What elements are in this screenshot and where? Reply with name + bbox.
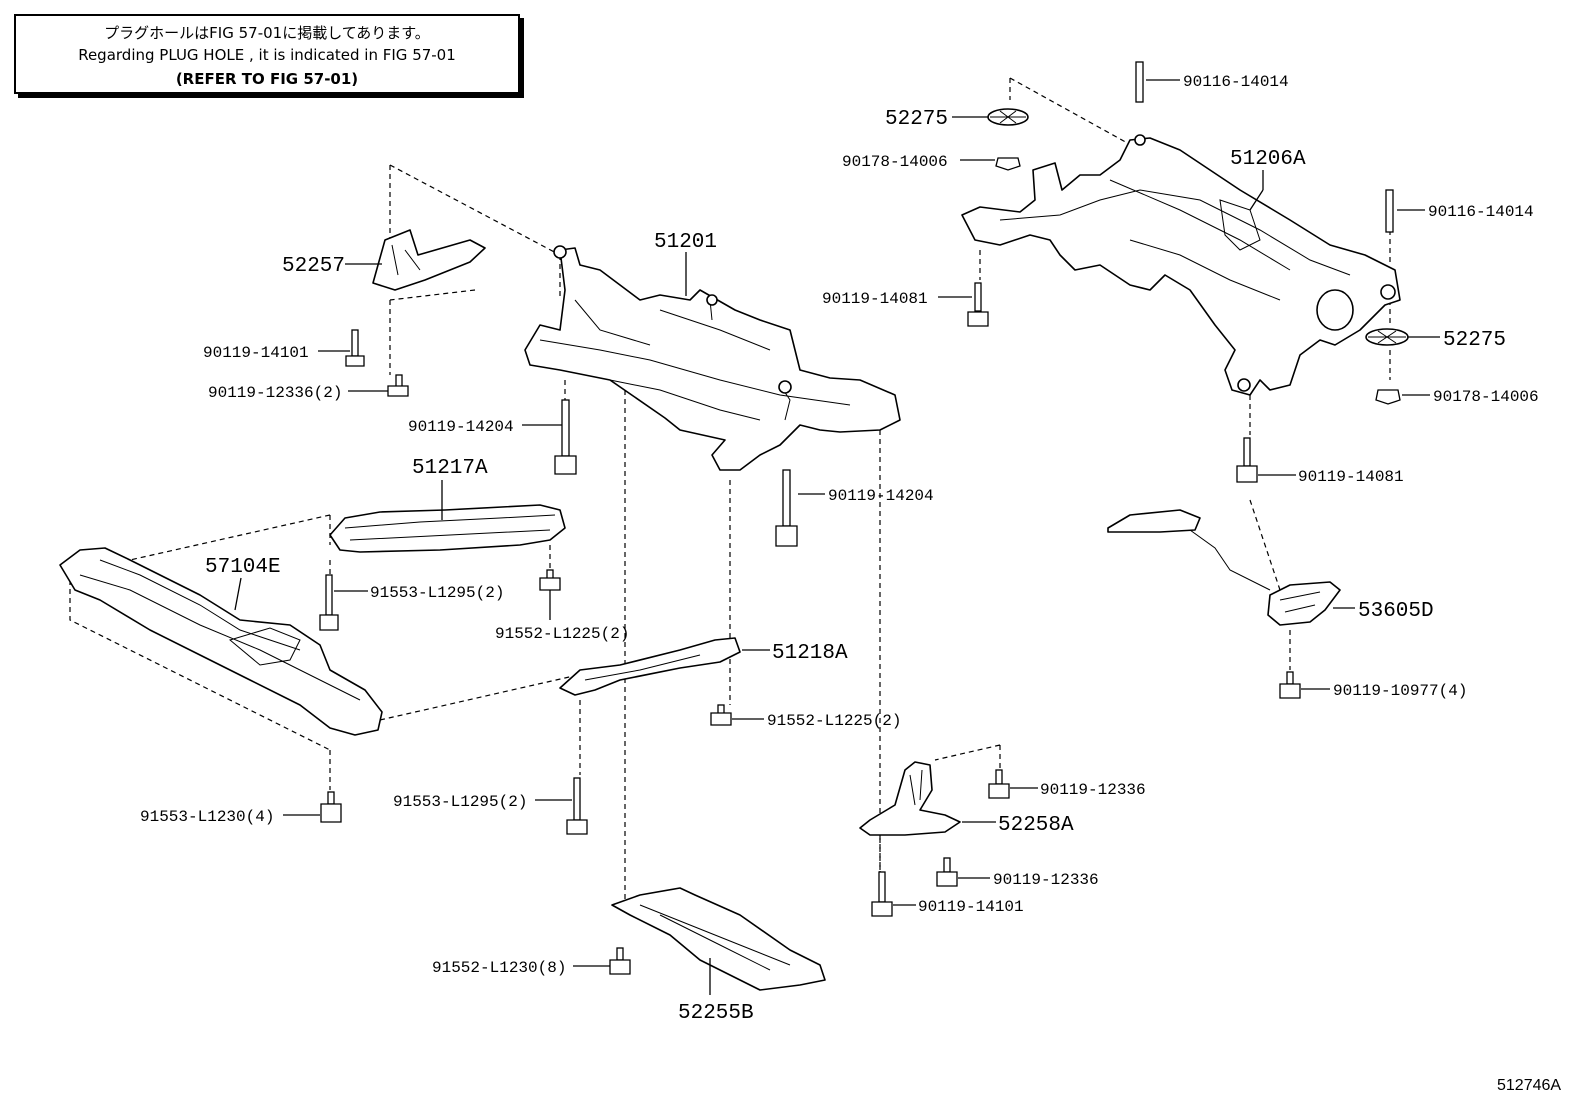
label-51201[interactable]: 51201 — [654, 231, 717, 254]
label-53605D[interactable]: 53605D — [1358, 600, 1434, 623]
label-91553-L1295-bottom[interactable]: 91553-L1295(2) — [393, 793, 527, 811]
reference-note-box: プラグホールはFIG 57-01に掲載してあります。 Regarding PLU… — [14, 14, 520, 94]
fasteners-drawing — [319, 61, 1401, 975]
fastener-labels: 90116-14014 90116-14014 90178-14006 9017… — [140, 73, 1539, 977]
label-52275-right[interactable]: 52275 — [1443, 329, 1506, 352]
label-52255B[interactable]: 52255B — [678, 1002, 754, 1025]
cushion-52275-top-drawing — [987, 108, 1029, 126]
rear-suspension-member-drawing — [961, 134, 1401, 396]
crossmember-57104E-drawing — [59, 547, 383, 736]
label-51218A[interactable]: 51218A — [772, 642, 848, 665]
label-91552-L1230[interactable]: 91552-L1230(8) — [432, 959, 566, 977]
label-90116-14014-right[interactable]: 90116-14014 — [1428, 203, 1534, 221]
leader-lines — [234, 79, 1440, 995]
label-91553-L1295-top[interactable]: 91553-L1295(2) — [370, 584, 504, 602]
label-57104E[interactable]: 57104E — [205, 556, 281, 579]
label-90119-14081-right[interactable]: 90119-14081 — [1298, 468, 1404, 486]
note-refer: (REFER TO FIG 57-01) — [175, 70, 359, 88]
label-90178-14006-top[interactable]: 90178-14006 — [842, 153, 948, 171]
label-52257[interactable]: 52257 — [282, 255, 345, 278]
label-90119-14081-left[interactable]: 90119-14081 — [822, 290, 928, 308]
label-51217A[interactable]: 51217A — [412, 457, 488, 480]
label-90119-12336-a[interactable]: 90119-12336 — [1040, 781, 1146, 799]
label-91553-L1230[interactable]: 91553-L1230(4) — [140, 808, 274, 826]
label-90119-14101-top[interactable]: 90119-14101 — [203, 344, 309, 362]
label-90119-12336-2[interactable]: 90119-12336(2) — [208, 384, 342, 402]
bracket-52258A-drawing — [859, 761, 961, 836]
label-51206A[interactable]: 51206A — [1230, 148, 1306, 171]
label-52275-top[interactable]: 52275 — [885, 108, 948, 131]
front-suspension-member-drawing — [524, 245, 901, 471]
label-91552-L1225-top[interactable]: 91552-L1225(2) — [495, 625, 629, 643]
label-90116-14014-top[interactable]: 90116-14014 — [1183, 73, 1289, 91]
reinforcement-51217A-drawing — [329, 504, 566, 553]
cover-52255B-drawing — [611, 887, 826, 991]
label-90119-14204-right[interactable]: 90119-14204 — [828, 487, 934, 505]
label-90178-14006-right[interactable]: 90178-14006 — [1433, 388, 1539, 406]
label-90119-14204-left[interactable]: 90119-14204 — [408, 418, 514, 436]
figure-code: 512746A — [1497, 1077, 1561, 1094]
label-90119-14101-bottom[interactable]: 90119-14101 — [918, 898, 1024, 916]
note-japanese: プラグホールはFIG 57-01に掲載してあります。 — [104, 24, 430, 42]
bracket-52257-drawing — [372, 229, 486, 291]
cushion-52275-right-drawing — [1365, 328, 1409, 346]
label-91552-L1225-mid[interactable]: 91552-L1225(2) — [767, 712, 901, 730]
note-english: Regarding PLUG HOLE , it is indicated in… — [78, 46, 456, 64]
brace-51218A-drawing — [559, 637, 741, 696]
bracket-53605D-drawing — [1107, 509, 1341, 626]
label-90119-10977[interactable]: 90119-10977(4) — [1333, 682, 1467, 700]
label-52258A[interactable]: 52258A — [998, 814, 1074, 837]
part-labels: 52257 51201 51206A 52275 52275 51217A 57… — [205, 108, 1506, 1025]
label-90119-12336-b[interactable]: 90119-12336 — [993, 871, 1099, 889]
